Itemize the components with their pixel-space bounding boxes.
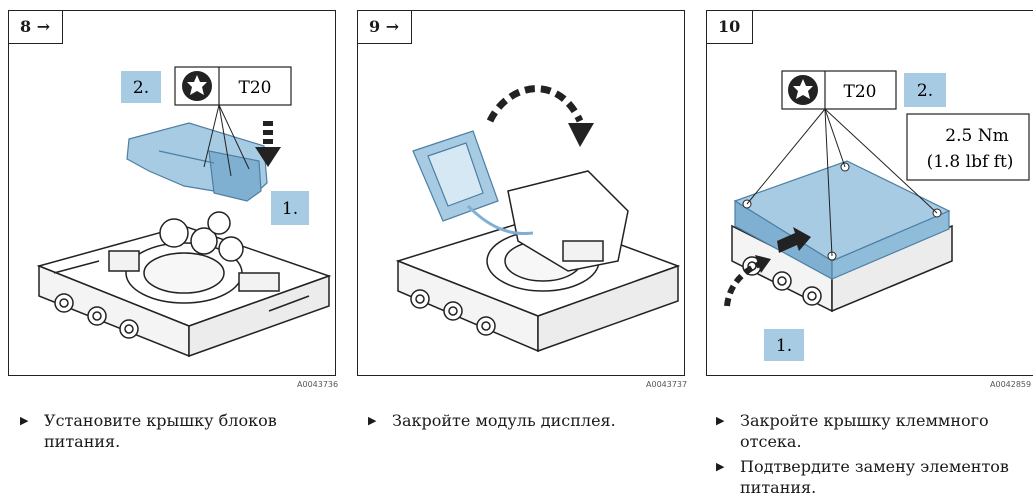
- caption: ▶ Закройте модуль дисплея.: [368, 411, 616, 430]
- electronics-housing: [731, 224, 953, 313]
- bullet-triangle-icon: ▶: [368, 414, 377, 427]
- ref-code: A0043737: [646, 380, 688, 389]
- callout-2-label: 2.: [133, 78, 149, 98]
- step-8-panel: 8 →: [8, 10, 336, 376]
- step-number: 10: [707, 11, 754, 44]
- callout-2-label: 2.: [917, 81, 933, 101]
- step-9-panel: 9 →: [357, 10, 685, 376]
- torx-size-label: T20: [239, 78, 272, 98]
- torque-nm: 2.5 Nm: [945, 126, 1008, 146]
- electronics-housing: [395, 170, 681, 353]
- terminal-cover-illustration: T20 2. 2.5 Nm (1.8 lbf ft) 1.: [724, 70, 1030, 361]
- power-unit-cover: [126, 122, 268, 202]
- callout-1-box: [764, 329, 804, 361]
- torx-size-label: T20: [844, 82, 877, 102]
- ref-code: A0043736: [297, 380, 339, 389]
- step-10-panel: 10 T20 2. 2.5 Nm: [706, 10, 1033, 376]
- power-unit-cover-illustration: T20 2. 1.: [36, 66, 332, 358]
- push-arrow-icon: [724, 227, 811, 307]
- caption: ▶ Установите крышку блоков питания.: [20, 411, 277, 451]
- caption: ▶ Закройте крышку клеммного отсека.: [716, 411, 989, 451]
- callout-1-label: 1.: [776, 336, 792, 356]
- caption: ▶ Подтвердите замену элементов питания.: [716, 457, 1009, 497]
- electronics-housing: [36, 211, 332, 358]
- torque-lbf: (1.8 lbf ft): [927, 152, 1014, 172]
- bullet-triangle-icon: ▶: [20, 414, 29, 427]
- display-module-illustration: [395, 85, 681, 353]
- curved-arrow-icon: [486, 85, 584, 123]
- callout-1-label: 1.: [282, 199, 298, 219]
- bullet-triangle-icon: ▶: [716, 414, 725, 427]
- torx-icon: [182, 71, 212, 101]
- torque-spec-box: [906, 113, 1030, 181]
- callout-1-box: [271, 191, 309, 225]
- display-module: [412, 130, 534, 236]
- callout-2-box: [121, 71, 161, 103]
- step-number: 9 →: [358, 11, 413, 44]
- ref-code: A0042859: [990, 380, 1032, 389]
- step-number: 8 →: [9, 11, 64, 44]
- torx-icon: [788, 75, 818, 105]
- bullet-triangle-icon: ▶: [716, 460, 725, 473]
- callout-2-box: [904, 73, 946, 107]
- down-arrow-icon: [255, 121, 281, 167]
